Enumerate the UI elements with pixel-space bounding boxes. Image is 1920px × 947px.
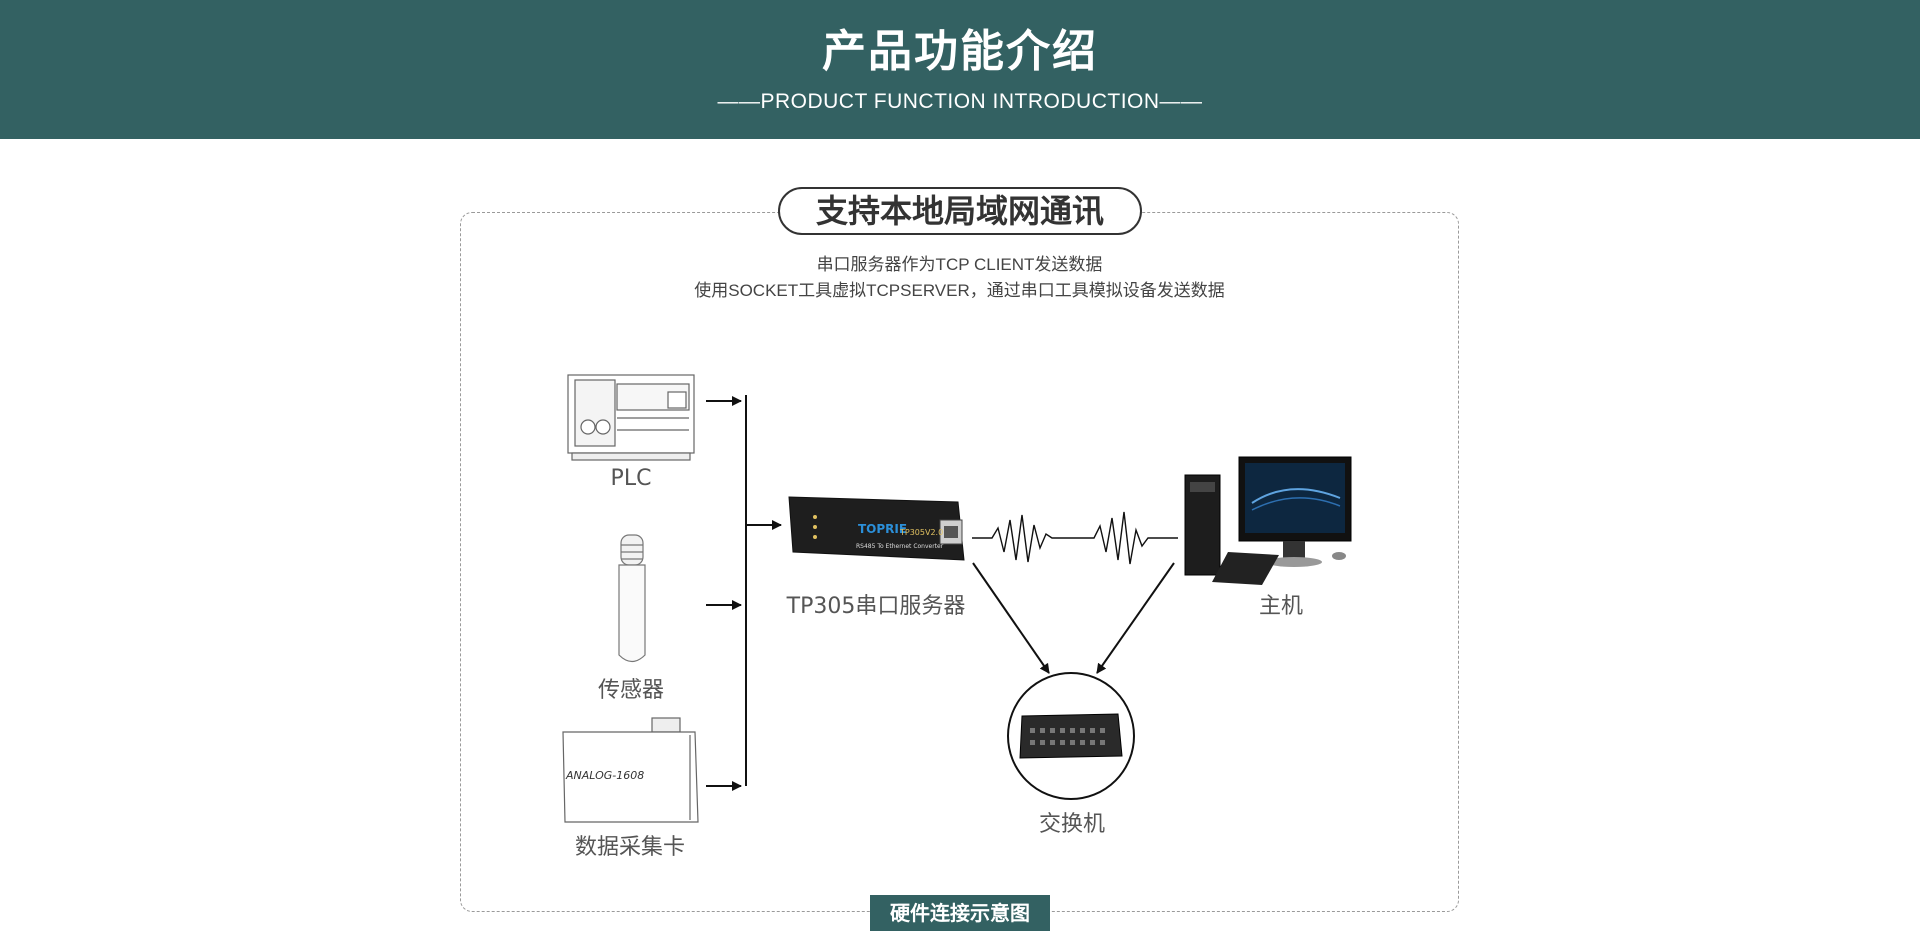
device-brand: TOPRIE	[858, 522, 907, 536]
section-description-1: 串口服务器作为TCP CLIENT发送数据	[816, 255, 1103, 274]
section-title: 支持本地局域网通讯	[778, 187, 1142, 235]
serial-server-label: TP305串口服务器	[786, 594, 966, 619]
serial-server-icon: TOPRIE TP305V2.0 RS485 To Ethernet Conve…	[788, 496, 965, 561]
switch-label: 交换机	[1038, 812, 1105, 837]
daq-label: 数据采集卡	[574, 835, 685, 860]
device-subtitle: RS485 To Ethernet Converter	[856, 543, 944, 550]
daq-card-icon: ANALOG-1608	[562, 717, 699, 823]
host-computer-icon	[1184, 456, 1352, 585]
plc-icon	[567, 374, 695, 461]
plc-label: PLC	[610, 466, 652, 491]
arrow-host-switch	[1096, 562, 1175, 674]
device-model: TP305V2.0	[899, 528, 943, 537]
page-subtitle: ——PRODUCT FUNCTION INTRODUCTION——	[717, 90, 1203, 113]
section-description-2: 使用SOCKET工具虚拟TCPSERVER，通过串口工具模拟设备发送数据	[694, 281, 1225, 300]
host-label: 主机	[1258, 594, 1303, 619]
sensor-label: 传感器	[597, 678, 664, 703]
sensor-icon	[618, 534, 646, 663]
diagram-caption: 硬件连接示意图	[870, 895, 1050, 931]
arrow-server-switch	[972, 562, 1050, 674]
page-title: 产品功能介绍	[822, 26, 1098, 77]
daq-device-text: ANALOG-1608	[565, 769, 644, 782]
signal-wave	[972, 511, 1178, 565]
switch-icon	[1007, 672, 1135, 800]
page-header: 产品功能介绍 ——PRODUCT FUNCTION INTRODUCTION——	[0, 0, 1920, 139]
